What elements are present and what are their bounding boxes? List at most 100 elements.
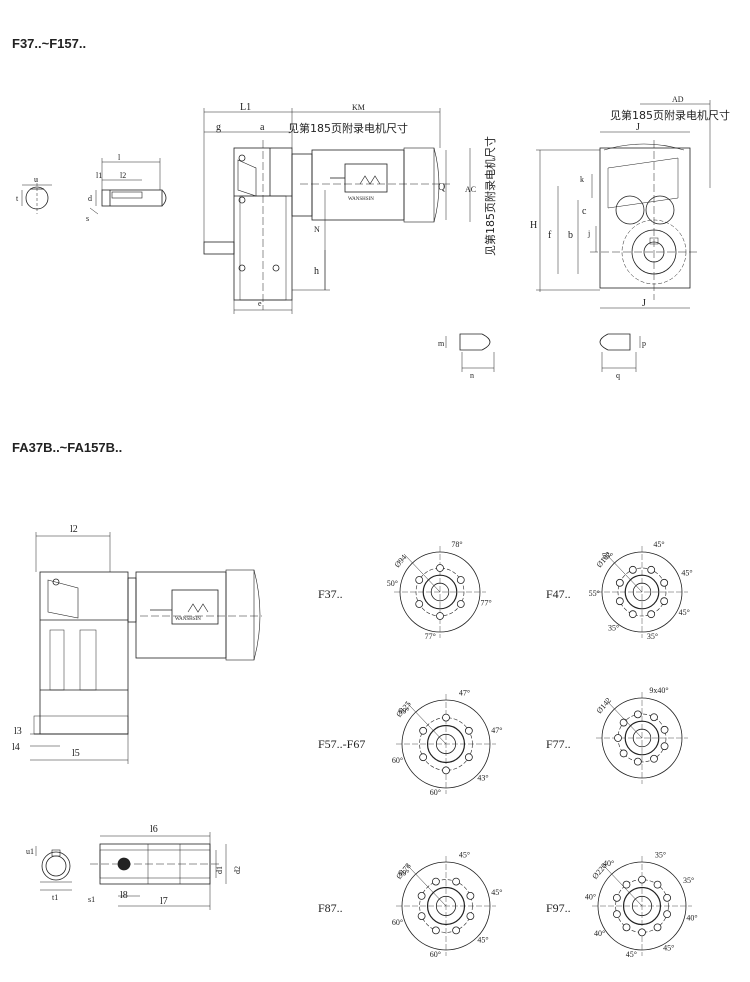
flange-label: F77.. <box>546 737 571 751</box>
angle-label: 40° <box>594 929 605 938</box>
dim-AC-label: AC <box>465 185 476 194</box>
flange-label: F37.. <box>318 587 343 601</box>
bolt-hole <box>660 742 669 751</box>
bolt-hole <box>431 926 440 935</box>
dim-j-label: j <box>587 229 590 238</box>
diameter-leader <box>605 553 643 593</box>
angle-label: 45° <box>653 540 664 549</box>
angle-label: 78° <box>451 540 462 549</box>
angle-label: 35° <box>655 850 666 859</box>
dim-L1-label: L1 <box>240 102 251 113</box>
dim-H-label: H <box>530 220 537 231</box>
dim-h-label: h <box>314 266 319 277</box>
dim-b-label: b <box>568 230 573 241</box>
fa-gearmotor-side-view: WANSHSIN l2 l3 l4 l5 <box>12 524 262 764</box>
dim-d1-label: d1 <box>215 866 224 874</box>
diameter-leader <box>602 864 643 907</box>
bolt-hole <box>452 926 461 935</box>
bolt-hole <box>612 910 621 919</box>
angle-label: 50° <box>387 579 398 588</box>
dim-AD-label: AD <box>672 95 684 104</box>
flange-diameter-label: Ø94 <box>393 553 409 569</box>
bolt-hole <box>442 713 450 722</box>
angle-label: 45° <box>459 850 470 859</box>
shaft-end-detail-p-q: p q <box>599 333 646 380</box>
bolt-hole <box>660 578 669 587</box>
angle-label: 45° <box>679 608 690 617</box>
bolt-hole <box>415 600 424 608</box>
bolt-hole <box>633 710 642 719</box>
angle-label: 43° <box>477 774 488 783</box>
bolt-hole <box>647 610 656 619</box>
dim-KM-label: KM <box>352 103 365 112</box>
bolt-hole <box>612 893 621 902</box>
angle-label: 35° <box>683 876 694 885</box>
diameter-leader <box>406 702 447 745</box>
angle-label: 45° <box>491 888 502 897</box>
bolt-hole <box>464 753 473 762</box>
bolt-hole <box>628 565 637 574</box>
bolt-hole <box>650 754 658 763</box>
angle-label: 47° <box>459 688 470 697</box>
flange-patterns: Ø94F37..78°77°77°50°Ø102F47..45°45°45°35… <box>318 540 698 959</box>
bolt-hole <box>622 880 631 889</box>
bolt-hole <box>466 891 475 900</box>
angle-label: 40° <box>686 914 697 923</box>
dim-e-label: e <box>258 299 262 308</box>
brand-label-fa: WANSHSIN <box>175 617 201 622</box>
angle-label: 60° <box>392 756 403 765</box>
dim-k-label: k <box>580 175 584 184</box>
dim-l7-label: l7 <box>160 896 168 907</box>
bolt-hole <box>615 578 624 587</box>
dim-d2-label: d2 <box>233 866 242 874</box>
shaft-end-detail-m-n: m n <box>438 333 495 380</box>
motor-ref-note-vertical: 见第185页附录电机尺寸 <box>483 136 497 256</box>
angle-label: 45° <box>626 950 637 959</box>
f-gearmotor-side-view: WANSHSIN L1 g a KM Q AC N h e 见第185页附录电机… <box>203 102 497 314</box>
bolt-hole <box>615 597 624 606</box>
shaft-side-view: l l1 l2 d s <box>86 153 167 223</box>
dim-l2-fa-label: l2 <box>70 524 78 535</box>
brand-label: WANSHSIN <box>348 197 374 202</box>
section-title-fa-series: FA37B..~FA157B.. <box>12 440 123 455</box>
hollow-shaft-longitudinal: l6 l8 l7 d1 d2 s1 <box>88 824 242 910</box>
bolt-hole <box>419 753 428 762</box>
bolt-hole <box>660 725 669 734</box>
bolt-hole <box>436 564 444 572</box>
dim-Q-label: Q <box>438 182 446 193</box>
bolt-hole <box>417 912 426 921</box>
bolt-hole <box>663 910 672 919</box>
bolt-hole <box>417 891 426 900</box>
dim-u-label: u <box>34 175 38 184</box>
angle-label: 60° <box>398 869 409 878</box>
bolt-hole <box>622 923 631 932</box>
angle-label: 47° <box>491 726 502 735</box>
dim-f-label: f <box>548 230 552 241</box>
bolt-hole <box>456 576 465 584</box>
angle-label: 45° <box>663 944 674 953</box>
dim-s1-label: s1 <box>88 895 95 904</box>
flange-diameter-label: Ø142 <box>595 696 613 715</box>
dim-s-label: s <box>86 214 89 223</box>
dim-q-label: q <box>616 371 620 380</box>
angle-label: 40° <box>603 859 614 868</box>
bolt-hole <box>466 912 475 921</box>
bolt-hole <box>419 726 428 735</box>
dim-d-label: d <box>88 194 92 203</box>
angle-label: 45° <box>681 568 692 577</box>
bolt-hole <box>638 875 646 884</box>
diameter-leader <box>605 699 643 739</box>
angle-label: 45° <box>477 936 488 945</box>
angle-label: 35° <box>647 632 658 641</box>
angle-label: 60° <box>398 707 409 716</box>
bolt-hole <box>653 923 662 932</box>
bolt-hole <box>619 718 628 727</box>
dim-l3-label: l3 <box>14 726 22 737</box>
hollow-shaft-section: u1 t1 <box>26 846 72 902</box>
section-title-f-series: F37..~F157.. <box>12 36 87 51</box>
